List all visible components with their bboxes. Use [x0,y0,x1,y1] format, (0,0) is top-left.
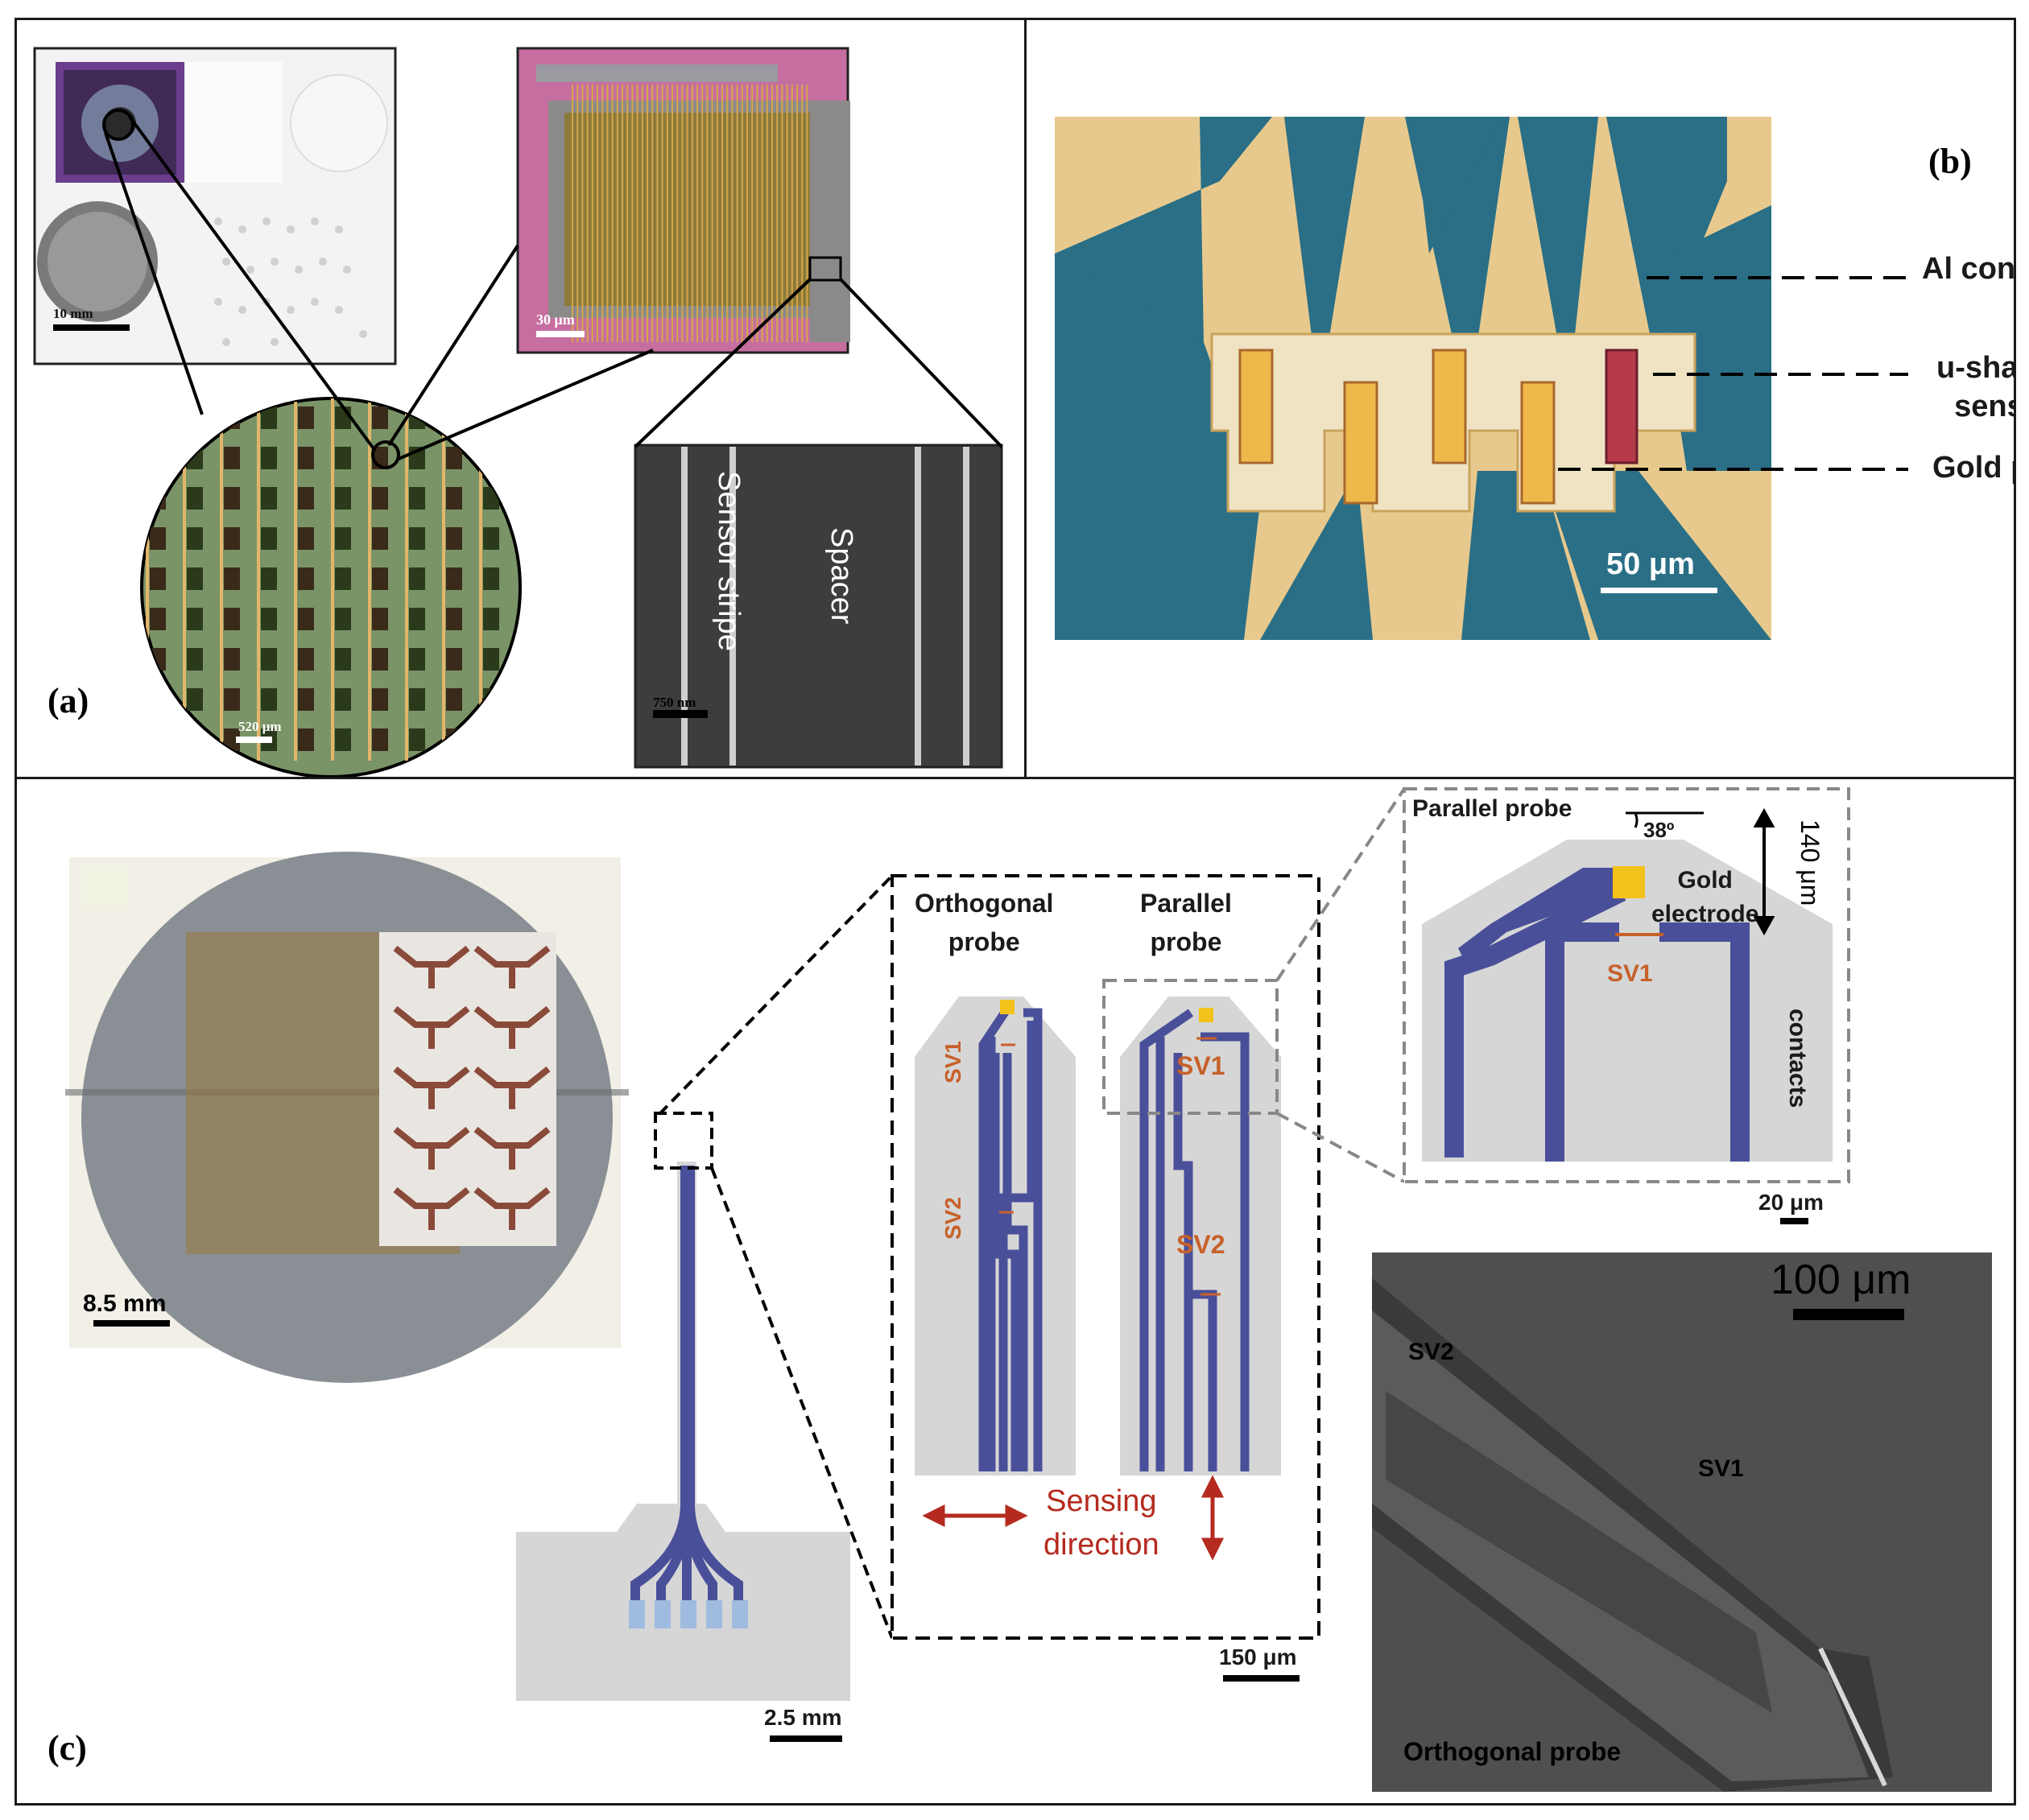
sem-probe-caption: Orthogonal probe [1403,1737,1622,1766]
wafer-zoom-scale-bar [236,737,272,743]
sensor-array-scale-bar [536,331,585,337]
probe-outline-scale-label: 2.5 mm [764,1705,842,1730]
parallel-zoom-sv1-label: SV1 [1607,960,1653,987]
panel-b-label: (b) [1928,142,1972,181]
parallel-probe-title: Parallel probe [1140,889,1232,956]
contacts-label: contacts [1784,1009,1811,1108]
gold-electrode-label: Gold electrode [1651,867,1759,927]
panel-b-scale-bar [1601,588,1717,593]
panel-a-label: (a) [48,681,89,720]
wafer-zoom-circle [140,397,522,777]
sensing-direction-label: Sensing direction [1043,1484,1159,1562]
sem-probe-scale-bar [1793,1309,1904,1320]
u-shaped-sensor [1605,349,1638,464]
wafer-zoom-scale-label: 520 μm [238,719,282,734]
panel-a: 10 mm 30 μm Sensor stripe Spacer 750 nm … [17,20,1024,777]
panel-c-label: (c) [48,1728,87,1768]
orthogonal-sv2-label: SV2 [940,1197,965,1240]
probe-detail-scale-bar [1223,1675,1300,1682]
panel-b: (b) Al contacts u-shaped sensor Gold pad… [1027,20,2014,777]
sem-stripe-image [634,444,1003,769]
parallel-sv2-label: SV2 [1176,1230,1225,1259]
sem-probe-sv1-label: SV1 [1698,1455,1744,1482]
blue-contact-regions [1055,117,1771,640]
chip-photo-scale-label: 10 mm [53,306,93,321]
gold-pads [1238,349,1556,505]
parallel-zoom-scale-label: 20 μm [1758,1190,1824,1215]
probe-outline-scale-bar [770,1735,842,1742]
sem-probe-sv2-label: SV2 [1408,1339,1454,1365]
annotation-al-contacts: Al contacts [1922,252,2014,286]
orthogonal-probe-title: Orthogonal probe [915,889,1054,956]
parallel-zoom-height: 140 μm [1796,819,1824,906]
wafer-photo-scale-label: 8.5 mm [83,1290,167,1317]
panel-c: 8.5 mm 2.5 mm Orthogonal probe Parallel … [17,779,2014,1803]
probe-detail-scale-label: 150 μm [1219,1645,1297,1669]
panel-b-graphics [1055,117,1908,640]
panel-c-graphics [65,787,1992,1792]
sem-probe-scale-label: 100 μm [1771,1257,1911,1303]
panel-c-frame [14,777,2016,1806]
wafer-photo-scale-bar [93,1320,170,1327]
parallel-zoom-box [1403,787,1850,1183]
parallel-zoom-title: Parallel probe [1412,795,1572,822]
sem-sensor-stripe-label: Sensor stripe [712,471,746,651]
parallel-zoom-scale-bar [1780,1218,1808,1224]
sem-spacer-label: Spacer [824,527,858,625]
sem-probe-image [1372,1253,1992,1792]
orthogonal-sv1-label: SV1 [940,1041,965,1083]
sem-scale-bar [653,710,708,718]
sensor-array-image [516,47,850,354]
sensor-array-scale-label: 30 μm [536,312,575,328]
annotation-u-shaped-sensor: u-shaped sensor [1936,351,2014,423]
annotation-gold-pad: Gold pad [1932,451,2014,485]
probe-outline [516,874,894,1701]
panel-a-graphics [33,47,1003,777]
sem-scale-label: 750 nm [653,695,696,710]
chip-photo-scale-bar [53,324,130,331]
probe-detail-box [891,787,1406,1640]
zoom-connector-lines [104,115,1003,460]
wafer-photo [65,852,629,1383]
parallel-sv1-label: SV1 [1176,1051,1225,1080]
parallel-zoom-angle: 38º [1643,818,1675,842]
annotation-leader-lines [1558,276,1908,471]
panel-b-scale-label: 50 μm [1606,547,1695,581]
